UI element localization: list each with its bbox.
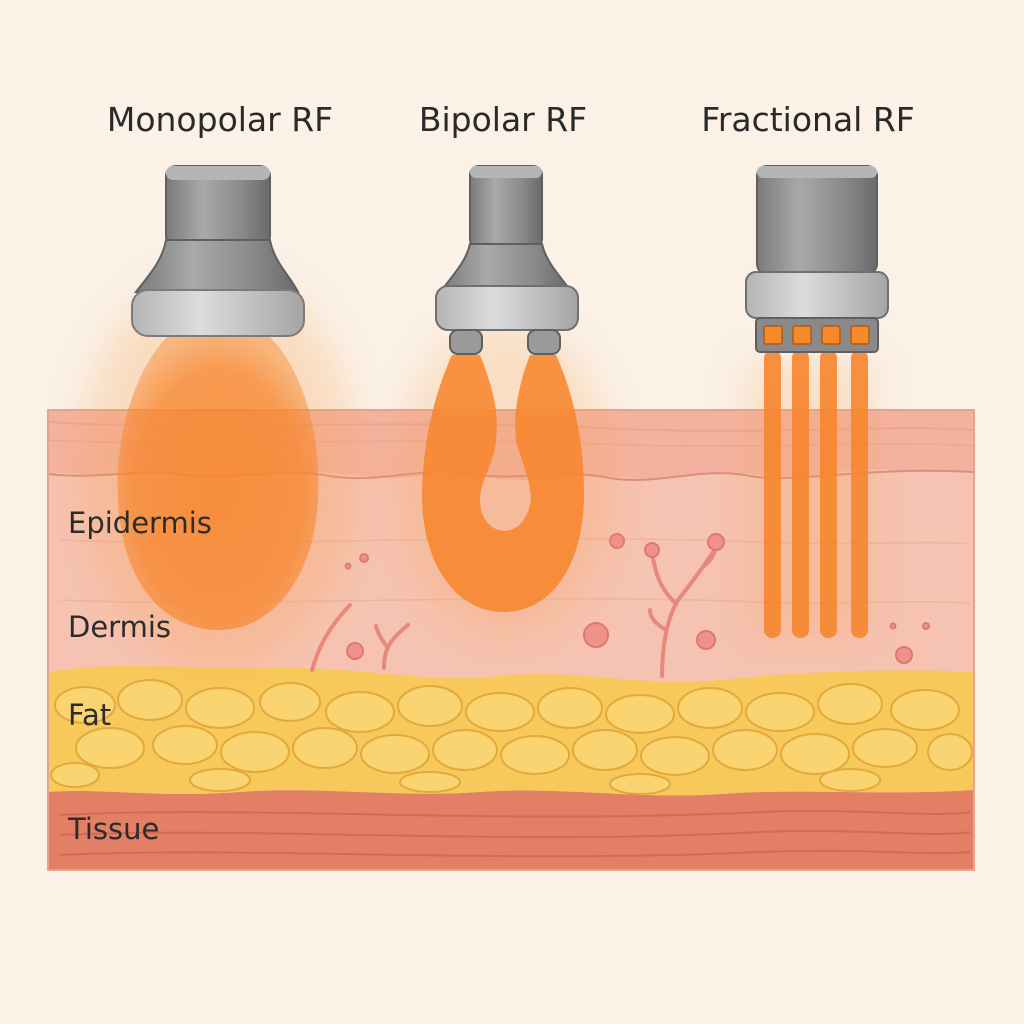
bipolar-rf-energy [395, 320, 615, 640]
monopolar-rf-energy [78, 270, 358, 670]
label-epidermis: Epidermis [68, 506, 212, 540]
bipolar-probe-icon [435, 165, 579, 355]
tissue-layer [48, 790, 974, 870]
title-fractional-rf: Fractional RF [701, 100, 915, 139]
fat-cells [50, 679, 973, 795]
title-bipolar-rf: Bipolar RF [418, 100, 588, 139]
label-fat: Fat [68, 698, 112, 732]
monopolar-probe-icon [131, 165, 305, 337]
blood-vessels [310, 540, 720, 678]
title-monopolar-rf: Monopolar RF [106, 100, 334, 139]
fractional-rf-energy [745, 350, 875, 640]
label-dermis: Dermis [68, 610, 172, 644]
label-tissue: Tissue [68, 812, 160, 846]
fractional-probe-icon [745, 165, 889, 353]
